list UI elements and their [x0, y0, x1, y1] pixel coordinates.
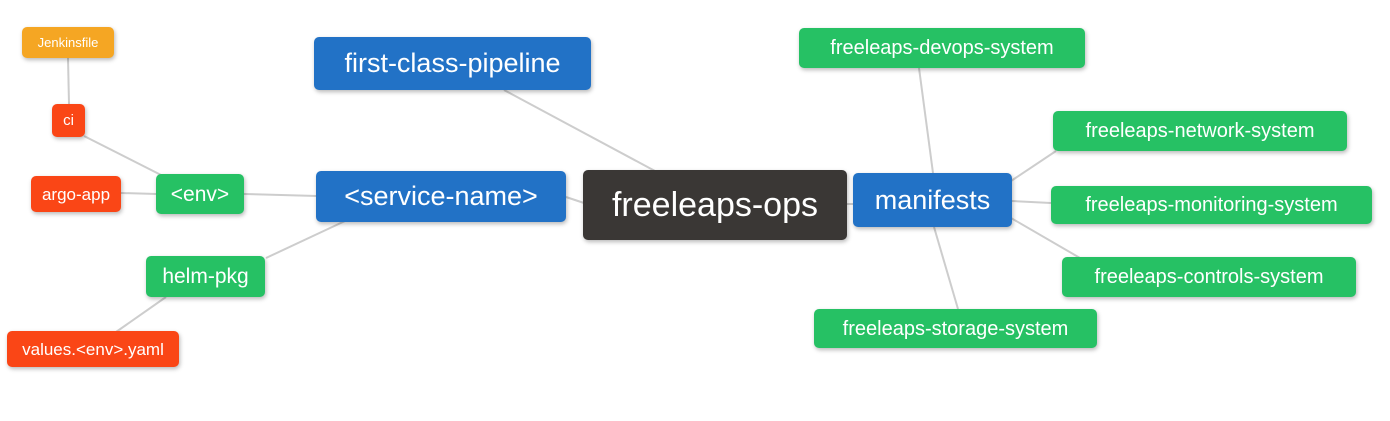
node-values-env-yaml[interactable]: values.<env>.yaml: [7, 331, 179, 367]
edge-jenkinsfile-to-ci: [67, 57, 70, 105]
node-freeleaps-ops[interactable]: freeleaps-ops: [583, 170, 847, 240]
node-helm-pkg[interactable]: helm-pkg: [146, 256, 265, 297]
node-freeleaps-devops-system[interactable]: freeleaps-devops-system: [799, 28, 1085, 68]
edge-helm-pkg-to-service-name: [265, 220, 346, 259]
edge-service-name-to-freeleaps-ops: [565, 196, 585, 204]
node-freeleaps-network-system[interactable]: freeleaps-network-system: [1053, 111, 1347, 151]
node-jenkinsfile[interactable]: Jenkinsfile: [22, 27, 114, 58]
node-argo-app[interactable]: argo-app: [31, 176, 121, 212]
node-first-class-pipeline[interactable]: first-class-pipeline: [314, 37, 591, 90]
node-freeleaps-monitoring-system[interactable]: freeleaps-monitoring-system: [1051, 186, 1372, 224]
edge-argo-app-to-env: [120, 192, 158, 195]
edge-env-to-service-name: [243, 193, 318, 197]
edge-manifests-to-freeleaps-storage-system: [933, 226, 959, 310]
edge-values-env-yaml-to-helm-pkg: [115, 296, 167, 333]
edge-manifests-to-freeleaps-network-system: [1010, 150, 1057, 182]
node-service-name[interactable]: <service-name>: [316, 171, 566, 222]
edge-manifests-to-freeleaps-monitoring-system: [1011, 200, 1052, 204]
node-freeleaps-controls-system[interactable]: freeleaps-controls-system: [1062, 257, 1356, 297]
node-manifests[interactable]: manifests: [853, 173, 1012, 227]
edge-ci-to-env: [83, 135, 164, 177]
edge-manifests-to-freeleaps-controls-system: [1010, 217, 1081, 259]
node-freeleaps-storage-system[interactable]: freeleaps-storage-system: [814, 309, 1097, 348]
edge-manifests-to-freeleaps-devops-system: [918, 67, 934, 174]
node-env[interactable]: <env>: [156, 174, 244, 214]
edge-first-class-pipeline-to-freeleaps-ops: [503, 89, 656, 172]
node-ci[interactable]: ci: [52, 104, 85, 137]
